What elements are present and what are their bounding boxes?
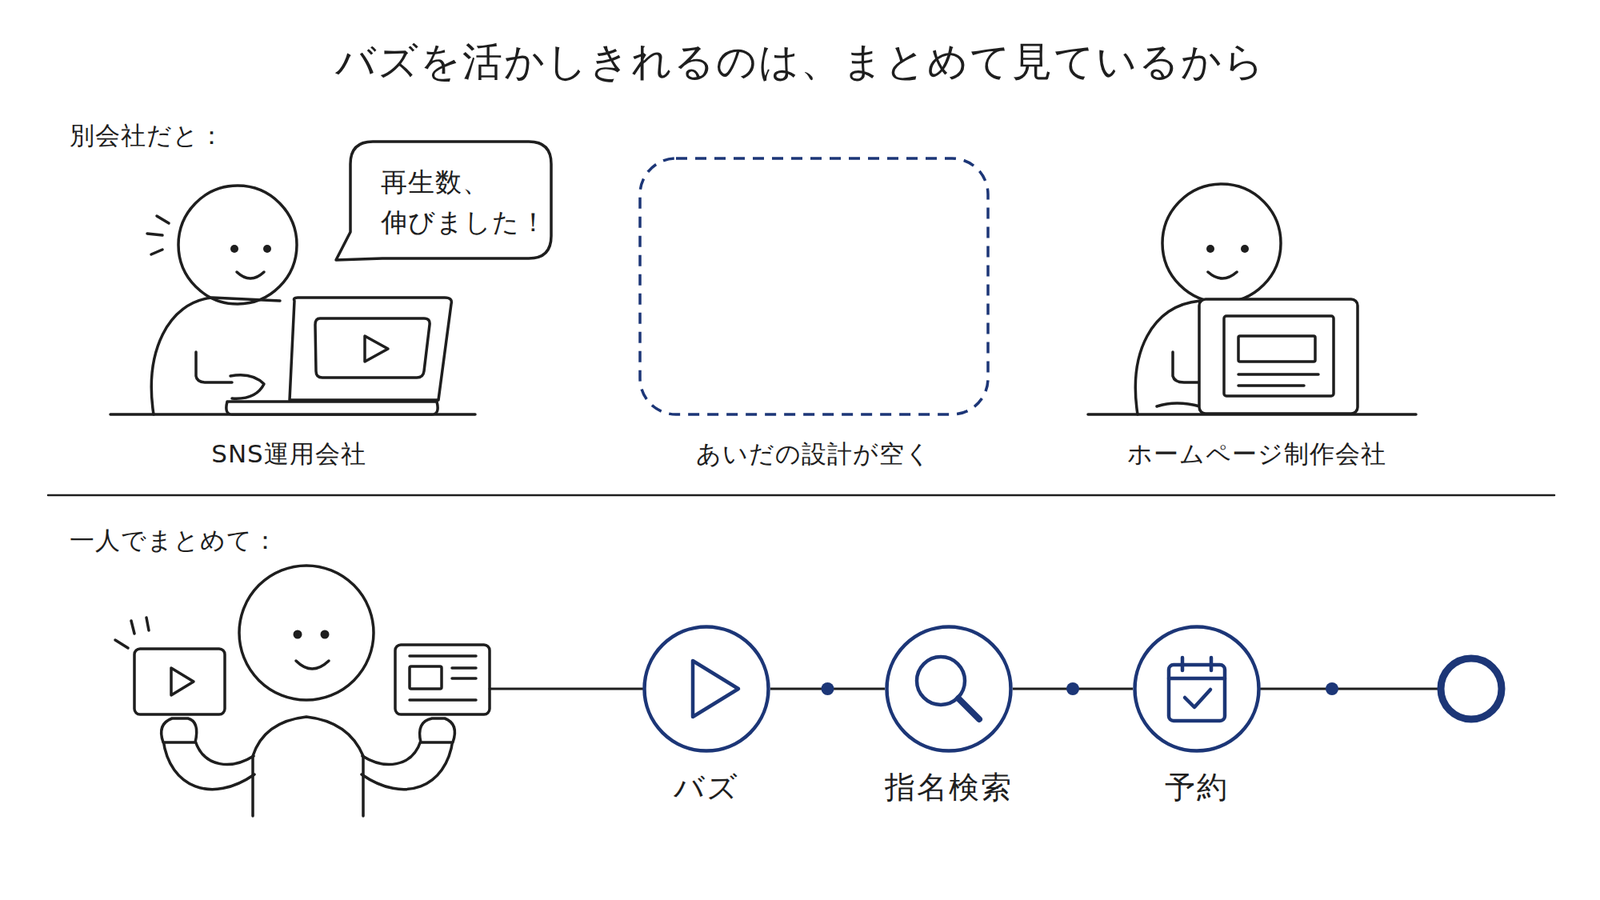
bubble-text: 再生数、 伸びました！ [380,162,549,243]
connector-line [770,688,885,691]
flow-connector [770,682,885,696]
bubble-outline [336,141,552,260]
solo-person [115,565,490,816]
flow-step-circle: バズ [642,624,771,753]
step-label: 指名検索 [836,767,1061,808]
section-label: SNS運用会社 [211,437,367,472]
step-label: 予約 [1084,767,1309,808]
node-outline [348,140,553,260]
connector-dot [1066,682,1080,696]
speech-bubble: 再生数、 伸びました！ [348,140,553,260]
flow-line [1260,688,1440,691]
diagram-title: バズを活かしきれるのは、まとめて見ているから [0,35,1600,89]
connector-line [1012,688,1133,691]
section-label: ホームページ制作会社 [1127,437,1387,472]
connector-dot [821,682,835,696]
flow-step-circle: 指名検索 [884,624,1013,753]
web-person [1088,184,1416,415]
gap-box [640,158,988,415]
flow-line [489,688,643,691]
end-ring [1440,658,1502,720]
flow-icons [692,656,1225,721]
node-outline [1132,624,1261,753]
flow-step-circle: 予約 [1132,624,1261,753]
circle-outline [1135,627,1260,752]
circle-outline [887,627,1012,752]
node-outline [642,624,771,753]
node-outline [884,624,1013,753]
section-label: あいだの設計が空く [696,437,932,472]
circle-outline [644,627,769,752]
flow-dot [1325,682,1339,696]
divider-line [48,494,1555,497]
section-label: 別会社だと： [69,119,225,153]
step-label: バズ [594,767,819,808]
flow-connector [1012,682,1133,696]
section-label: 一人でまとめて： [69,524,279,558]
